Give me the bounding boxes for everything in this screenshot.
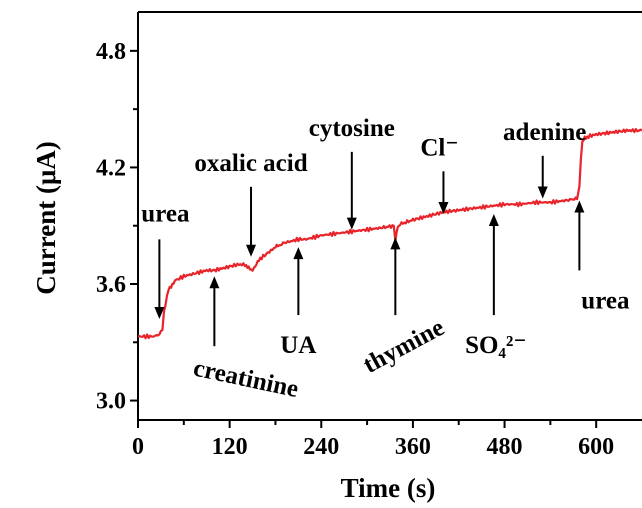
y-tick-label: 3.6 bbox=[96, 272, 126, 298]
annotation-label: adenine bbox=[503, 119, 586, 146]
annotation-label: Cl⁻ bbox=[420, 134, 458, 161]
ticks: 0 120 240 360 480 600 3.0 3.6 4.2 4.8 bbox=[96, 39, 614, 460]
annotation-arrow-head bbox=[346, 217, 357, 230]
annotation-label: urea bbox=[141, 200, 190, 227]
x-tick-label: 600 bbox=[578, 434, 614, 460]
annotation-arrow-head bbox=[438, 202, 449, 215]
x-tick-label: 360 bbox=[395, 434, 431, 460]
annotation-arrow-head bbox=[154, 306, 165, 319]
annotation-label: creatinine bbox=[191, 355, 301, 404]
annotation-label: SO₄²⁻ bbox=[465, 332, 527, 359]
series-line bbox=[137, 128, 642, 340]
annotation-arrow-head bbox=[246, 244, 257, 257]
annotation-arrow-head bbox=[209, 276, 220, 289]
annotation-arrow-head bbox=[390, 237, 401, 250]
annotation-label: cytosine bbox=[309, 115, 395, 142]
annotation-arrow-head bbox=[574, 200, 585, 213]
annotation-label: thymine bbox=[359, 314, 449, 379]
x-tick-label: 240 bbox=[303, 434, 339, 460]
x-tick-label: 480 bbox=[487, 434, 523, 460]
annotation-label: urea bbox=[581, 287, 630, 314]
annotation-arrow-head bbox=[293, 247, 304, 260]
y-axis-label: Current (μA) bbox=[31, 141, 61, 295]
x-tick-label: 120 bbox=[212, 434, 248, 460]
series-layer bbox=[137, 128, 642, 340]
y-tick-label: 4.2 bbox=[96, 155, 126, 181]
y-tick-label: 3.0 bbox=[96, 389, 126, 415]
annotation-arrow-head bbox=[537, 186, 548, 199]
annotation-label: oxalic acid bbox=[194, 150, 307, 177]
annotation-arrow-head bbox=[488, 214, 499, 227]
annotation-label: UA bbox=[280, 332, 316, 359]
y-tick-label: 4.8 bbox=[96, 39, 126, 65]
x-tick-label: 0 bbox=[132, 434, 144, 460]
x-axis-label: Time (s) bbox=[341, 473, 436, 503]
